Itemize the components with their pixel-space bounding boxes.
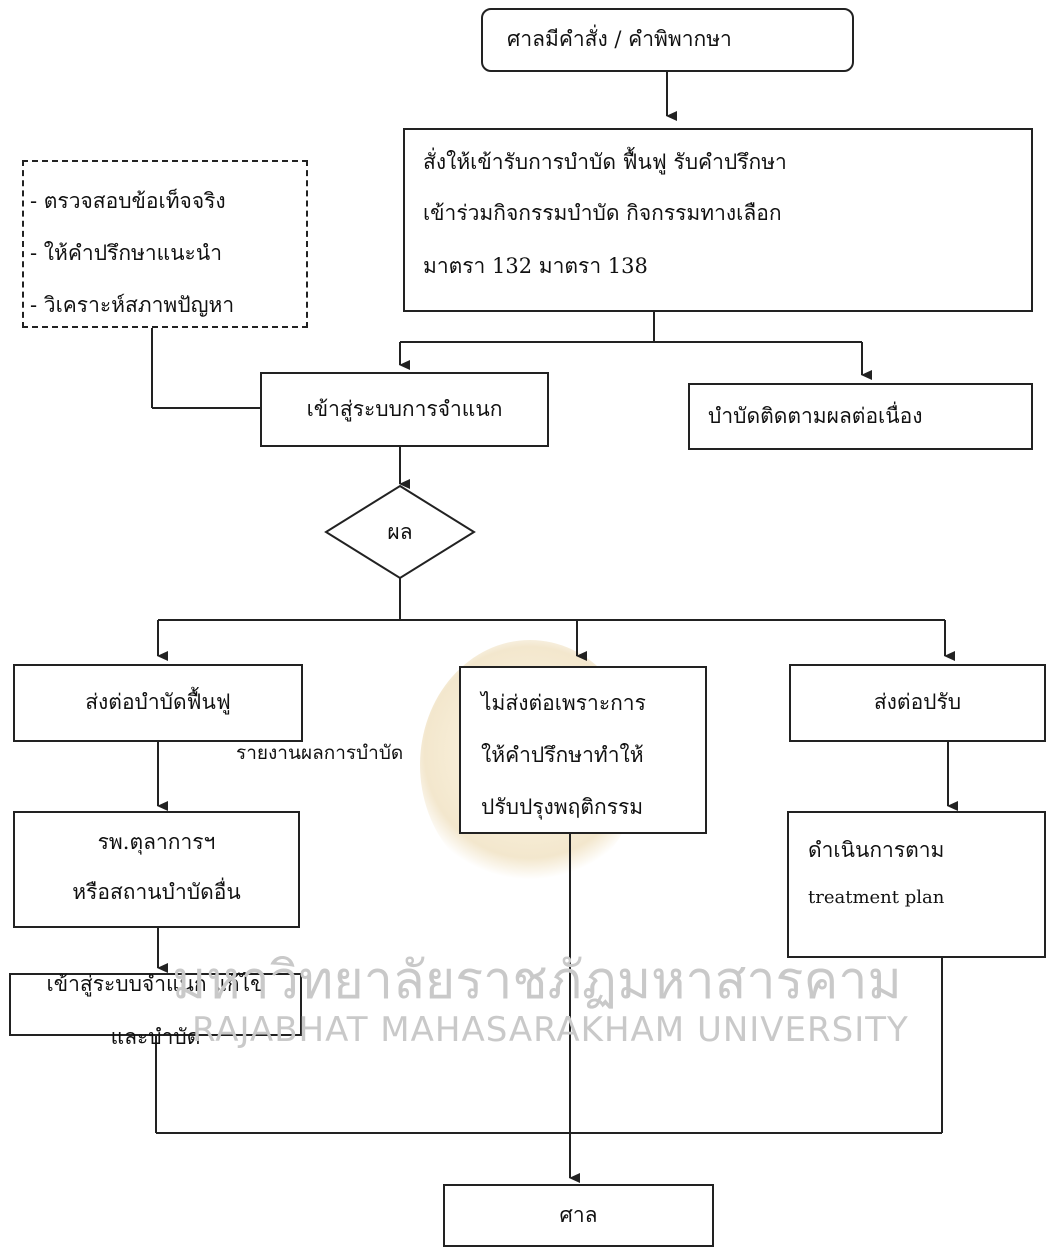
refer-fine-box [789, 664, 1046, 742]
court-order-box [481, 8, 854, 72]
report-label: รายงานผลการบำบัด [236, 742, 404, 764]
order-line-3: มาตรา 132 มาตรา 138 [423, 254, 648, 278]
classification-label: เข้าสู่ระบบการจำแนก [306, 397, 503, 421]
result-label: ผล [387, 520, 413, 544]
plan-line-2: treatment plan [808, 887, 945, 908]
result-diamond [324, 484, 476, 580]
hospital-line-1: รพ.ตุลาการฯ [97, 830, 216, 854]
plan-line-1: ดำเนินการตาม [808, 838, 945, 862]
hospital-line-2: หรือสถานบำบัดอื่น [72, 880, 241, 904]
followup-label: บำบัดติดตามผลต่อเนื่อง [708, 404, 923, 428]
hospital-box [13, 811, 300, 928]
order-line-1: สั่งให้เข้ารับการบำบัด ฟื้นฟู รับคำปรึกษ… [423, 150, 787, 174]
reclassify-box [9, 973, 302, 1036]
order-line-2: เข้าร่วมกิจกรรมบำบัด กิจกรรมทางเลือก [423, 201, 782, 225]
followup-box [688, 383, 1033, 450]
treatment-plan-box [787, 811, 1046, 958]
reclassify-line-1: เข้าสู่ระบบจำแนก แก้ไข [46, 972, 265, 996]
refer-rehab-label: ส่งต่อบำบัดฟื้นฟู [85, 690, 231, 714]
refer-fine-label: ส่งต่อปรับ [873, 690, 962, 714]
reclassify-line-2: และบำบัด [110, 1025, 201, 1049]
court-box [443, 1184, 714, 1247]
court-order-label: ศาลมีคำสั่ง / คำพิพากษา [507, 27, 732, 51]
no-refer-line-1: ไม่ส่งต่อเพราะการ [481, 691, 646, 715]
assessment-note-box [22, 160, 308, 328]
no-refer-box [459, 666, 707, 834]
no-refer-line-2: ให้คำปรึกษาทำให้ [481, 743, 644, 767]
assessment-line-1: - ตรวจสอบข้อเท็จจริง [30, 189, 226, 213]
treatment-order-box [403, 128, 1033, 312]
assessment-line-2: - ให้คำปรึกษาแนะนำ [30, 241, 222, 265]
classification-box [260, 372, 549, 447]
court-label: ศาล [559, 1203, 598, 1227]
assessment-line-3: - วิเคราะห์สภาพปัญหา [30, 293, 235, 317]
no-refer-line-3: ปรับปรุงพฤติกรรม [481, 795, 644, 819]
refer-rehab-box [13, 664, 303, 742]
